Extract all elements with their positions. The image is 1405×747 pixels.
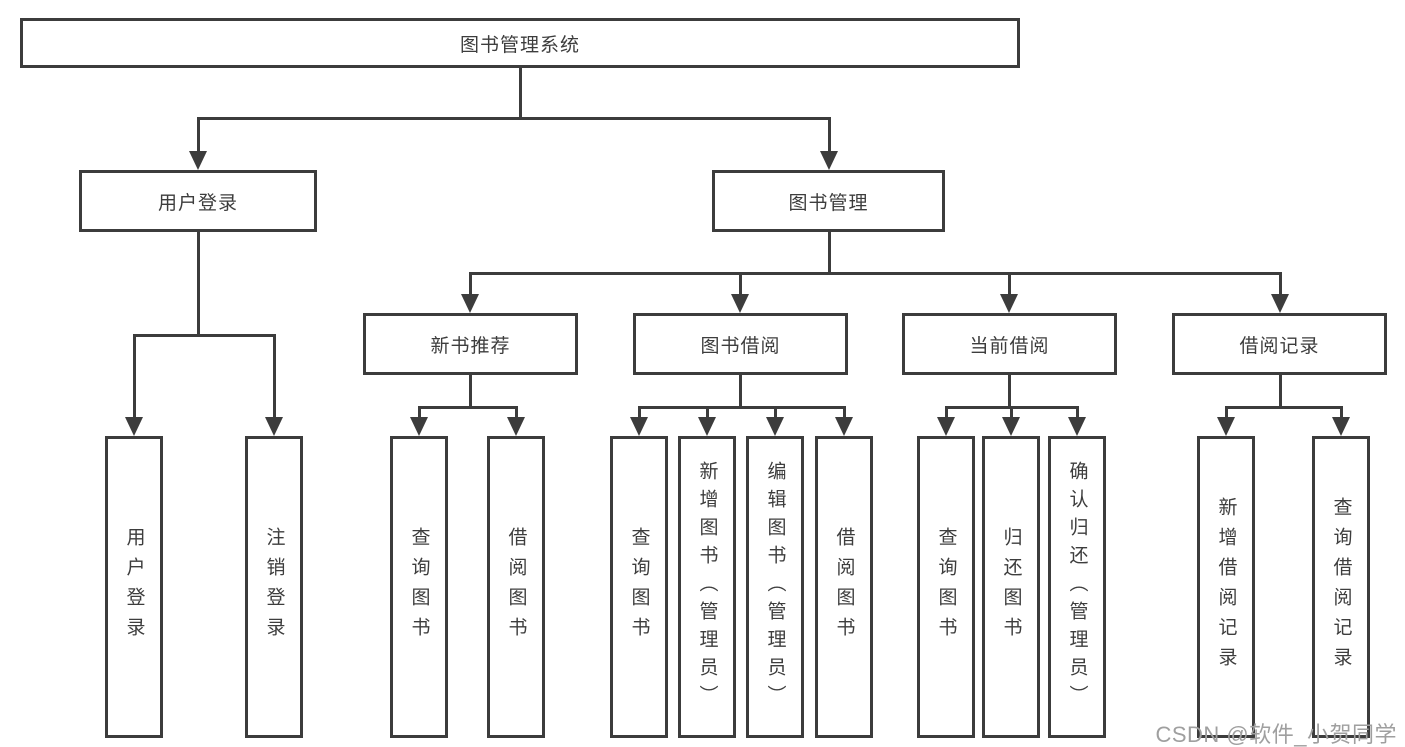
arrowhead-down-icon <box>1332 417 1350 436</box>
watermark: CSDN @软件_小贺同学 <box>1155 722 1397 747</box>
connector-arrow-line <box>1278 273 1282 298</box>
connector-arrow-line <box>637 407 641 421</box>
node-label: 归还图书 <box>1000 527 1022 647</box>
connector-stem <box>518 68 522 120</box>
node-label: 新增借阅记录 <box>1215 497 1237 677</box>
arrowhead-down-icon <box>1000 294 1018 313</box>
connector-arrow-line <box>1339 407 1343 421</box>
arrowhead-down-icon <box>1271 294 1289 313</box>
connector-arrow-line <box>1007 273 1011 298</box>
node-borrowing-records: 借阅记录 <box>1172 313 1387 375</box>
arrowhead-down-icon <box>766 417 784 436</box>
connector-arrow-line <box>842 407 846 421</box>
connector-arrow-line <box>827 118 831 155</box>
node-label: 新书推荐 <box>430 335 511 357</box>
arrowhead-down-icon <box>461 294 479 313</box>
leaf-query-borrow-record: 查询借阅记录 <box>1312 436 1370 738</box>
connector-arrow-line <box>272 335 276 421</box>
connector-arrow-line <box>738 273 742 298</box>
arrowhead-down-icon <box>410 417 428 436</box>
arrowhead-down-icon <box>189 151 207 170</box>
connector-arrow-line <box>1075 407 1079 421</box>
node-label: 查询借阅记录 <box>1330 497 1352 677</box>
arrowhead-down-icon <box>125 417 143 436</box>
leaf-return-books: 归还图书 <box>982 436 1040 738</box>
node-label: 注销登录 <box>263 527 285 647</box>
node-book-management: 图书管理 <box>712 170 945 232</box>
connector-stem <box>1007 375 1011 409</box>
connector-arrow-line <box>132 335 136 421</box>
arrowhead-down-icon <box>265 417 283 436</box>
connector-bar <box>196 116 831 120</box>
node-label: 查询图书 <box>628 527 650 647</box>
connector-arrow-line <box>773 407 777 421</box>
arrowhead-down-icon <box>820 151 838 170</box>
connector-bar <box>1224 405 1343 409</box>
node-current-borrowing: 当前借阅 <box>902 313 1117 375</box>
node-label: 查询图书 <box>408 527 430 647</box>
arrowhead-down-icon <box>731 294 749 313</box>
node-new-book-recommend: 新书推荐 <box>363 313 578 375</box>
node-user-login: 用户登录 <box>79 170 317 232</box>
node-label: 借阅图书 <box>833 527 855 647</box>
node-label: 图书管理 <box>788 192 869 214</box>
connector-arrow-line <box>1009 407 1013 421</box>
connector-stem <box>468 375 472 409</box>
leaf-borrow-books-borrowing: 借阅图书 <box>815 436 873 738</box>
leaf-add-books-admin: 新增图书（管理员） <box>678 436 736 738</box>
connector-arrow-line <box>944 407 948 421</box>
node-book-borrowing: 图书借阅 <box>633 313 848 375</box>
connector-stem <box>827 232 831 275</box>
arrowhead-down-icon <box>835 417 853 436</box>
arrowhead-down-icon <box>630 417 648 436</box>
connector-bar <box>468 271 1282 275</box>
leaf-user-login: 用户登录 <box>105 436 163 738</box>
connector-arrow-line <box>417 407 421 421</box>
connector-arrow-line <box>468 273 472 298</box>
node-label: 借阅图书 <box>505 527 527 647</box>
node-label: 图书管理系统 <box>459 34 580 56</box>
connector-bar <box>132 333 276 337</box>
node-label: 借阅记录 <box>1239 335 1320 357</box>
arrowhead-down-icon <box>937 417 955 436</box>
leaf-edit-books-admin: 编辑图书（管理员） <box>746 436 804 738</box>
node-label: 当前借阅 <box>969 335 1050 357</box>
leaf-confirm-return-admin: 确认归还（管理员） <box>1048 436 1106 738</box>
leaf-add-borrow-record: 新增借阅记录 <box>1197 436 1255 738</box>
connector-stem <box>1278 375 1282 409</box>
connector-arrow-line <box>196 118 200 155</box>
arrowhead-down-icon <box>1068 417 1086 436</box>
connector-stem <box>738 375 742 409</box>
connector-arrow-line <box>1224 407 1228 421</box>
connector-arrow-line <box>514 407 518 421</box>
node-label: 确认归还（管理员） <box>1066 461 1088 713</box>
leaf-query-books-recommend: 查询图书 <box>390 436 448 738</box>
leaf-query-books-borrowing: 查询图书 <box>610 436 668 738</box>
connector-bar <box>637 405 846 409</box>
node-book-management-system: 图书管理系统 <box>20 18 1020 68</box>
connector-arrow-line <box>705 407 709 421</box>
node-label: 编辑图书（管理员） <box>764 461 786 713</box>
node-label: 用户登录 <box>123 527 145 647</box>
arrowhead-down-icon <box>1002 417 1020 436</box>
node-label: 用户登录 <box>157 192 238 214</box>
arrowhead-down-icon <box>507 417 525 436</box>
connector-stem <box>196 232 200 337</box>
leaf-borrow-books-recommend: 借阅图书 <box>487 436 545 738</box>
leaf-query-books-current: 查询图书 <box>917 436 975 738</box>
arrowhead-down-icon <box>698 417 716 436</box>
leaf-logout: 注销登录 <box>245 436 303 738</box>
arrowhead-down-icon <box>1217 417 1235 436</box>
connector-bar <box>417 405 518 409</box>
node-label: 图书借阅 <box>700 335 781 357</box>
node-label: 查询图书 <box>935 527 957 647</box>
node-label: 新增图书（管理员） <box>696 461 718 713</box>
